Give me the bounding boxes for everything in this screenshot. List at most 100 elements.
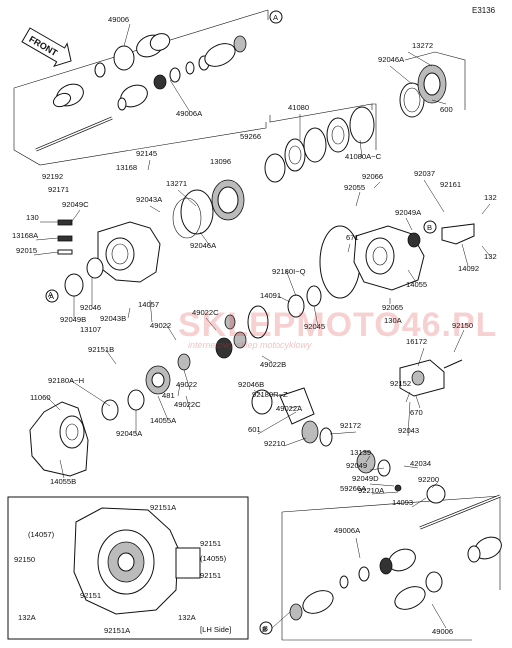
part-label: 92151B	[88, 345, 114, 354]
part-label: 92180R~Z	[252, 390, 288, 399]
part-label: 49022	[150, 321, 171, 330]
leader-line	[285, 269, 297, 297]
part-label: 130A	[384, 316, 403, 325]
marker-circle	[269, 10, 283, 24]
leader-line	[373, 181, 381, 189]
leader-line	[69, 379, 111, 407]
part-label: 42034	[410, 459, 431, 468]
leader-line	[431, 99, 447, 105]
part-label: 92180A~H	[48, 376, 84, 385]
part-label: 92049D	[352, 474, 379, 483]
leader-line	[411, 497, 427, 508]
part-label: 41080A~C	[345, 152, 382, 161]
part-label: 92065	[382, 303, 403, 312]
ring-gear	[172, 179, 245, 239]
part-label: A	[48, 290, 54, 299]
leader-line	[123, 23, 131, 47]
part-label: 14091	[260, 291, 281, 300]
part-label: 13272	[412, 41, 433, 50]
leader-line	[261, 355, 273, 363]
leader-line	[165, 323, 177, 341]
leader-line	[283, 437, 307, 447]
part-label: 92172	[340, 421, 361, 430]
leader-line	[371, 491, 399, 495]
part-label: 671	[346, 233, 359, 242]
leader-line	[405, 391, 411, 403]
part-label: 92200	[418, 475, 439, 484]
leader-line	[69, 209, 81, 225]
leader-line	[257, 411, 297, 435]
part-label: 92049	[346, 461, 367, 470]
part-label: 13107	[80, 325, 101, 334]
part-label: 130	[26, 213, 39, 222]
part-label: 92150	[452, 321, 473, 330]
part-label: 49006A	[334, 526, 361, 535]
part-label: 132	[484, 252, 497, 261]
inset-part-label: 92151	[80, 591, 101, 600]
leader-line	[369, 467, 385, 471]
differential	[101, 314, 247, 421]
watermark-main: SKLEPMOTO46.PL	[178, 306, 497, 344]
part-label: 49006	[432, 627, 453, 636]
part-label: 92192	[42, 172, 63, 181]
part-label: 92037	[414, 169, 435, 178]
leader-line	[205, 317, 217, 331]
part-label: 13096	[210, 157, 231, 166]
part-label: 481	[162, 391, 175, 400]
leader-line	[407, 51, 433, 67]
leader-line	[453, 329, 465, 353]
part-label: 14055A	[150, 416, 177, 425]
part-label: 92015	[16, 246, 37, 255]
leader-line	[365, 455, 371, 463]
rear-drive-shaft	[289, 494, 502, 621]
leader-line	[105, 349, 117, 365]
inset-assembly	[73, 507, 201, 615]
part-label: 92152	[390, 379, 411, 388]
marker-letter: B	[263, 624, 268, 633]
bracket-lines	[7, 9, 501, 641]
part-label: 92180I~Q	[272, 267, 306, 276]
leader-line	[355, 537, 361, 559]
inset-part-label: 92151	[200, 571, 221, 580]
front-housing	[57, 219, 161, 297]
leader-line	[347, 243, 351, 253]
part-label: 92043B	[100, 314, 126, 323]
leader-line	[149, 299, 153, 323]
part-label: 59266	[240, 132, 261, 141]
leader-line	[253, 389, 263, 397]
inset-part-label: 92150	[14, 555, 35, 564]
leader-line	[329, 431, 357, 435]
leader-line	[45, 395, 61, 411]
part-label: 14055B	[50, 477, 76, 486]
part-label: 14093	[392, 498, 413, 507]
leader-line	[415, 395, 421, 409]
inset-part-label: 92151A	[104, 626, 131, 635]
part-label: 13168	[116, 163, 137, 172]
part-label: 600	[440, 105, 453, 114]
leader-line	[269, 393, 283, 397]
leader-line	[389, 65, 413, 85]
inset-part-label: 132A	[178, 613, 197, 622]
marker-circle	[423, 220, 437, 234]
part-label: 92046	[80, 303, 101, 312]
leader-line	[417, 347, 425, 367]
part-label: 670	[410, 408, 423, 417]
leader-line	[355, 191, 361, 207]
leader-line	[403, 465, 419, 469]
part-label: 132	[484, 193, 497, 202]
part-label: 41080	[288, 103, 309, 112]
leader-line	[431, 603, 447, 629]
part-label: 14055	[406, 280, 427, 289]
leader-line	[147, 159, 151, 171]
part-label: 92066	[362, 172, 383, 181]
leader-line	[461, 243, 469, 267]
marker-circle	[45, 289, 59, 303]
leader-line	[177, 189, 197, 207]
leader-line	[369, 483, 395, 487]
part-label: 92043	[398, 426, 419, 435]
inset-caption: [LH Side]	[200, 625, 231, 634]
inset-part-label: 132A	[18, 613, 37, 622]
actuator	[399, 359, 463, 397]
leader-line	[149, 205, 161, 213]
